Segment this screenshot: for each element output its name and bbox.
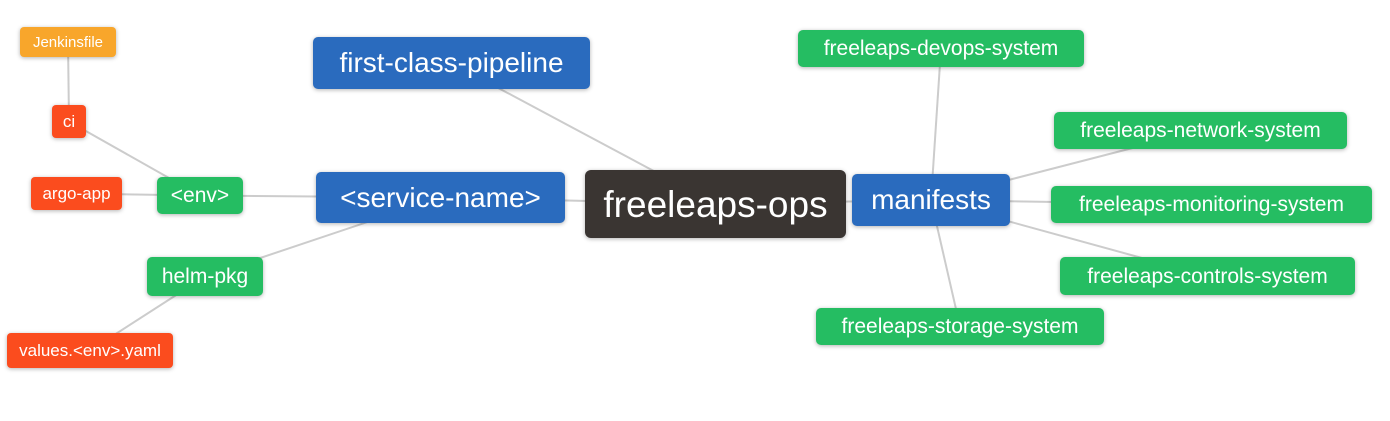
mindmap-node-freeleaps-devops-system[interactable]: freeleaps-devops-system (798, 30, 1084, 67)
mindmap-node-argo-app[interactable]: argo-app (31, 177, 122, 210)
mindmap-node-ci[interactable]: ci (52, 105, 86, 138)
mindmap-node-freeleaps-network-system[interactable]: freeleaps-network-system (1054, 112, 1347, 149)
mindmap-node-helm-pkg[interactable]: helm-pkg (147, 257, 263, 296)
mindmap-node-env[interactable]: <env> (157, 177, 243, 214)
mindmap-node-root[interactable]: freeleaps-ops (585, 170, 846, 238)
mindmap-node-jenkinsfile[interactable]: Jenkinsfile (20, 27, 116, 57)
mindmap-node-freeleaps-controls-system[interactable]: freeleaps-controls-system (1060, 257, 1355, 295)
mindmap-node-manifests[interactable]: manifests (852, 174, 1010, 226)
mindmap-node-values-env-yaml[interactable]: values.<env>.yaml (7, 333, 173, 368)
mindmap-node-freeleaps-monitoring-system[interactable]: freeleaps-monitoring-system (1051, 186, 1372, 223)
mindmap-node-service-name[interactable]: <service-name> (316, 172, 565, 223)
mindmap-node-first-class-pipeline[interactable]: first-class-pipeline (313, 37, 590, 89)
mindmap-node-freeleaps-storage-system[interactable]: freeleaps-storage-system (816, 308, 1104, 345)
